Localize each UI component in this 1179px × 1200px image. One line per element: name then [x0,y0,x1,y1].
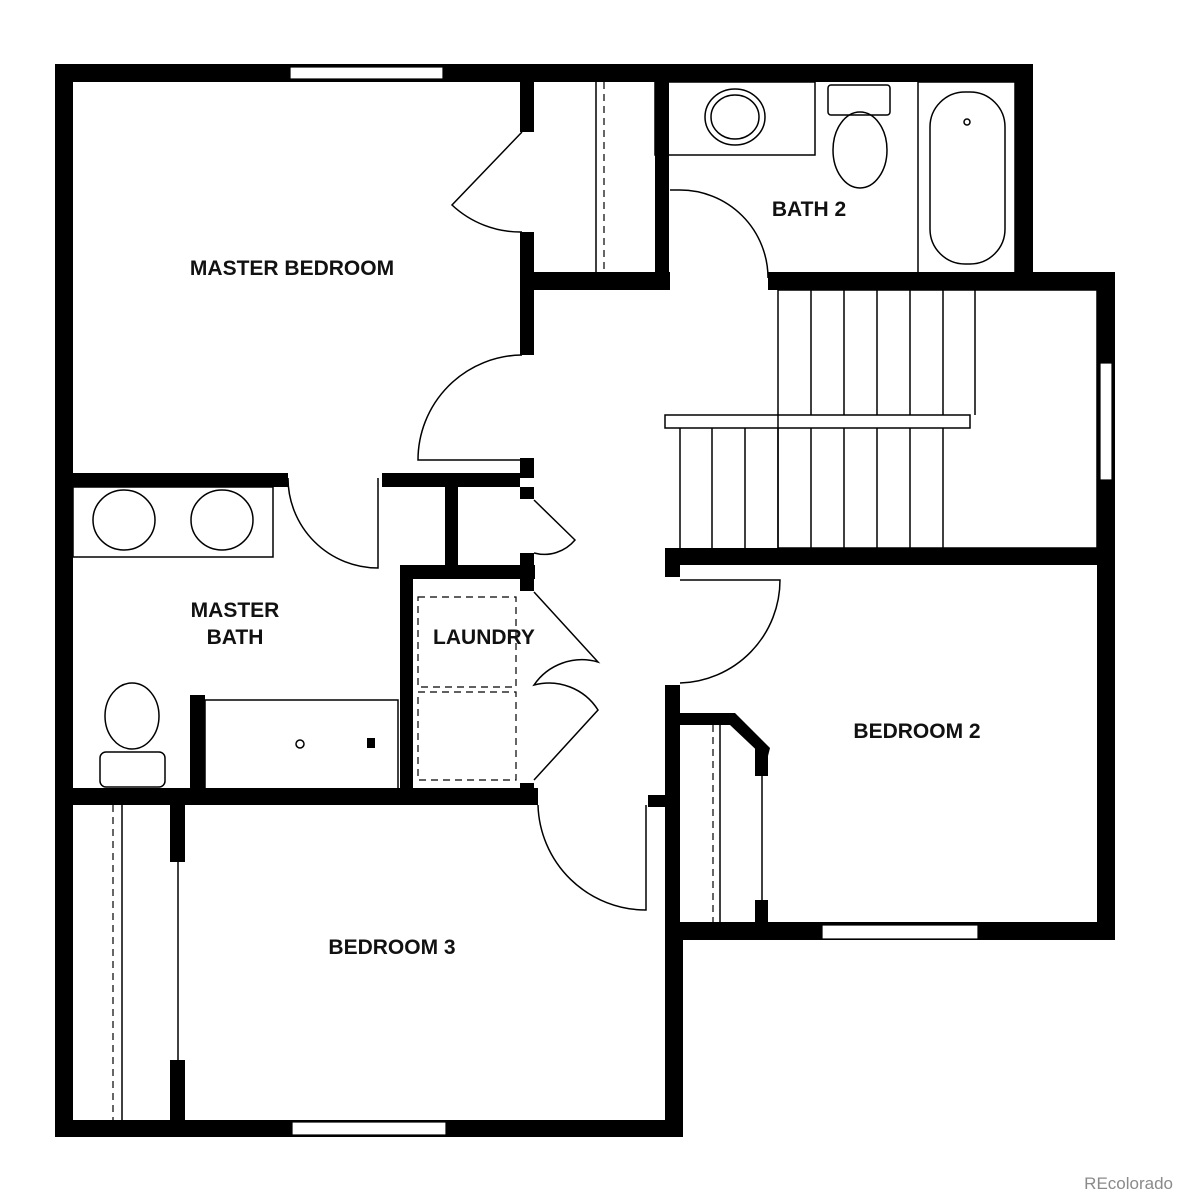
label-master-bath-line2: BATH [207,626,264,649]
laundry-appliances [417,596,517,781]
sink-icon [190,489,254,551]
windows [289,66,1113,1136]
doors [287,131,781,911]
label-laundry: LAUNDRY [433,626,535,649]
label-bedroom-2: BEDROOM 2 [853,720,980,743]
label-bedroom-3: BEDROOM 3 [328,936,455,959]
closet-lines [112,82,763,1120]
fixtures [72,81,1016,791]
stairs [664,289,1098,549]
drain-icon [963,118,971,126]
toilet-icon [104,682,160,750]
watermark: REcolorado [1084,1174,1173,1193]
drain-icon [295,739,305,749]
label-master-bedroom: MASTER BEDROOM [190,257,394,280]
toilet-icon [832,111,888,189]
label-master-bath-line1: MASTER [191,599,280,622]
interior-walls [73,82,1097,1120]
label-bath-2: BATH 2 [772,198,846,221]
sink-icon [92,489,156,551]
room-labels: MASTER BEDROOM BATH 2 MASTER BATH LAUNDR… [190,198,981,959]
sink-icon [704,88,766,146]
